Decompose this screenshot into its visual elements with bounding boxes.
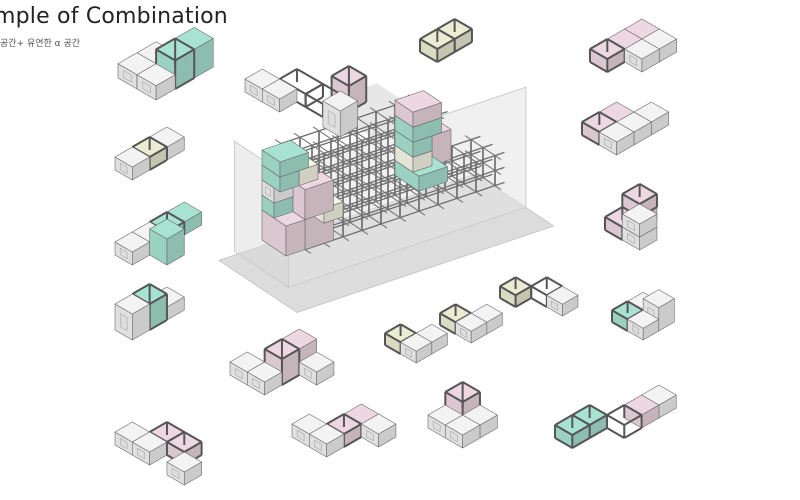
frame-structure — [589, 38, 626, 73]
gray-module-box — [247, 361, 283, 396]
central-building-model — [217, 83, 555, 313]
frame-structure — [605, 404, 643, 439]
gray-module-box — [114, 293, 150, 341]
gray-module-box — [309, 423, 345, 458]
combination-module-9 — [114, 283, 185, 341]
combination-module-11 — [384, 323, 448, 364]
combination-module-12 — [439, 303, 503, 344]
combination-module-13 — [499, 276, 579, 317]
combination-module-14 — [611, 289, 675, 341]
teal-module-box — [149, 218, 185, 266]
frame-structure — [554, 414, 591, 449]
gray-module-box — [546, 285, 579, 317]
combination-module-8 — [604, 183, 658, 251]
combination-module-3 — [419, 18, 473, 63]
gray-module-box — [599, 121, 635, 156]
gray-module-box — [132, 431, 168, 466]
combination-module-17 — [427, 381, 498, 449]
combination-module-4 — [589, 18, 677, 73]
gray-module-box — [114, 146, 150, 181]
gray-module-box — [360, 413, 397, 448]
gray-module-box — [322, 90, 358, 138]
pink-module-box — [292, 171, 334, 220]
combination-module-10 — [229, 328, 335, 396]
page-subtitle: 공간+ 유연한 α 공간 — [0, 39, 81, 49]
gray-module-box — [298, 351, 335, 386]
page-title: mple of Combination — [0, 4, 228, 29]
pink-module-box — [394, 90, 442, 128]
combination-module-16 — [291, 403, 397, 458]
gray-module-box — [262, 78, 298, 113]
gray-module-box — [622, 203, 658, 238]
teal-module-box — [261, 140, 309, 178]
combination-module-1 — [117, 27, 214, 101]
gray-module-box — [627, 309, 660, 341]
gray-module-box — [455, 312, 488, 344]
combination-module-15 — [114, 421, 203, 486]
gray-module-box — [166, 451, 202, 486]
combination-module-7 — [114, 201, 202, 266]
gray-module-box — [400, 332, 433, 364]
combination-module-5 — [114, 126, 185, 181]
gray-module-box — [136, 63, 176, 101]
combination-module-6 — [581, 101, 669, 156]
gray-module-box — [114, 231, 150, 266]
frame-structure — [419, 28, 456, 63]
combination-module-18 — [554, 384, 677, 449]
gray-module-box — [624, 38, 660, 73]
gray-module-box — [445, 414, 481, 449]
combination-module-2 — [244, 65, 368, 138]
